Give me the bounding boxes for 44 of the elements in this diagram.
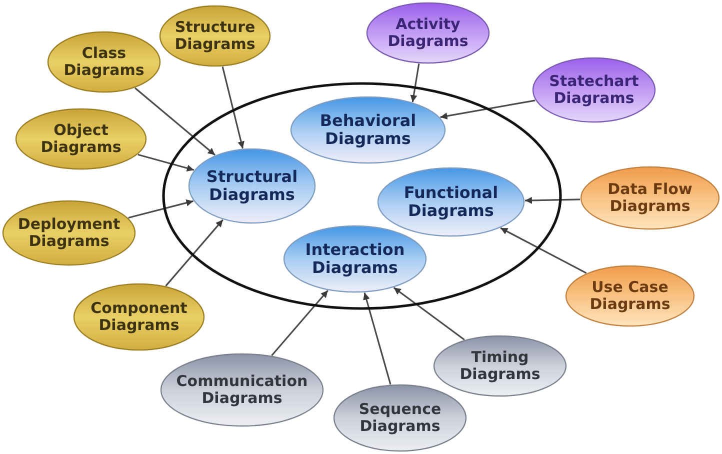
node-label: Class Diagrams	[62, 44, 146, 80]
arrow	[524, 196, 580, 204]
node-label: Structure Diagrams	[174, 18, 256, 54]
node-label: Statechart Diagrams	[548, 72, 640, 108]
ellipse-node	[160, 353, 324, 427]
node-label: Object Diagrams	[40, 122, 122, 156]
ellipse-node	[47, 31, 161, 93]
arrow	[271, 290, 328, 356]
node-label: Interaction Diagrams	[304, 240, 406, 278]
arrow	[128, 199, 194, 219]
node-label: Use Case Diagrams	[588, 278, 672, 314]
node-label: Data Flow Diagrams	[606, 180, 694, 216]
ellipse-node	[159, 5, 271, 67]
arrow	[134, 87, 216, 156]
ellipse-node	[73, 283, 205, 351]
ellipse-node	[580, 166, 720, 230]
ellipse-node	[333, 384, 467, 452]
arrow	[410, 64, 420, 102]
node-label: Activity Diagrams	[386, 16, 470, 50]
arrow	[393, 287, 465, 340]
arrow	[222, 66, 244, 149]
arrow	[500, 227, 587, 274]
node-label: Structural Diagrams	[205, 168, 299, 204]
node-label: Timing Diagrams	[458, 348, 542, 384]
node-label: Deployment Diagrams	[16, 216, 122, 250]
ellipse-node	[283, 225, 427, 293]
ellipse-node	[565, 265, 695, 327]
ellipse-node	[377, 167, 525, 237]
node-label: Communication Diagrams	[175, 372, 309, 408]
arrow	[165, 219, 224, 286]
ellipse-node	[290, 96, 446, 164]
ellipse-node	[532, 57, 656, 123]
node-label: Sequence Diagrams	[358, 400, 442, 436]
ellipse-node	[433, 335, 567, 397]
arrow	[440, 100, 536, 120]
ellipse-node	[188, 148, 316, 224]
node-label: Functional Diagrams	[402, 184, 500, 220]
ellipse-node	[2, 200, 136, 266]
arrow	[363, 292, 392, 385]
arrow	[138, 154, 194, 172]
ellipse-node	[15, 108, 147, 170]
node-label: Behavioral Diagrams	[318, 112, 418, 148]
ellipse-node	[366, 2, 490, 64]
node-label: Component Diagrams	[90, 300, 188, 334]
